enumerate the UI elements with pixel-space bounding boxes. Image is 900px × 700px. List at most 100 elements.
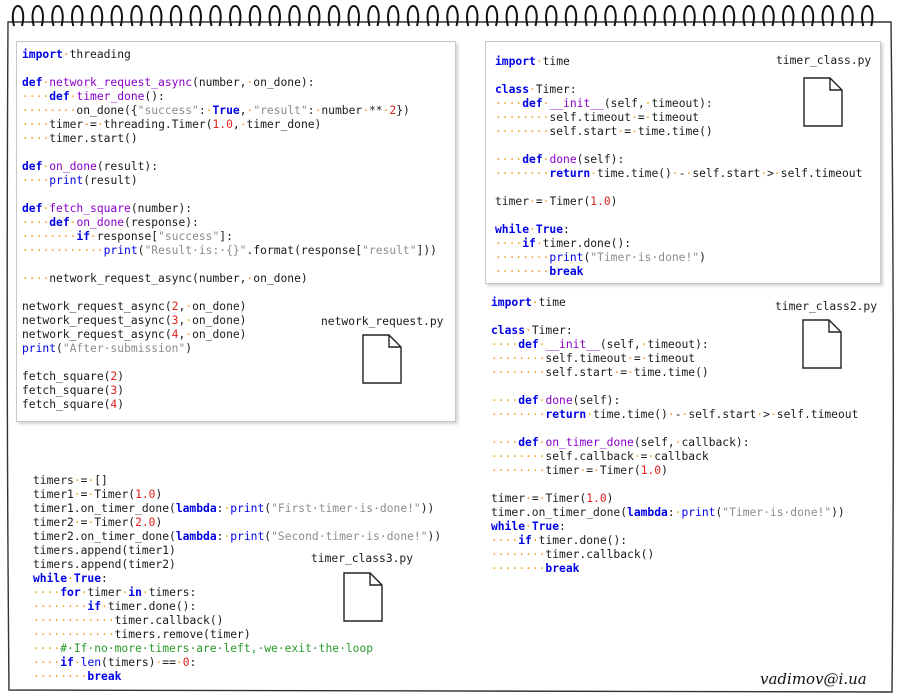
code-token: if <box>522 237 536 250</box>
code-token: · <box>760 167 768 180</box>
code-line: while·True: <box>491 520 858 534</box>
code-token: · <box>535 237 543 250</box>
code-line: ········self.timeout·=·timeout <box>491 352 858 366</box>
code-token: callback <box>654 450 709 463</box>
spiral-ring <box>426 4 439 27</box>
spiral-ring <box>485 4 499 27</box>
code-token: network_request_async( <box>22 314 172 327</box>
code-token: ········ <box>495 167 550 180</box>
code-token: = <box>80 516 88 529</box>
code-token: ···· <box>491 534 519 547</box>
code-token: · <box>141 586 149 599</box>
code-token: · <box>73 488 81 501</box>
code-token: 1.0 <box>586 492 607 505</box>
code-token: ···· <box>22 90 50 103</box>
code-token: ) <box>117 370 125 383</box>
spiral-ring <box>90 4 104 27</box>
spiral-ring <box>762 4 775 27</box>
code-token: )) <box>831 506 845 519</box>
code-token: · <box>185 328 193 341</box>
code-token: = <box>90 118 97 131</box>
spiral-ring <box>347 4 360 27</box>
spiral-ring <box>505 4 518 27</box>
code-token: ········ <box>22 104 77 117</box>
code-line: ····def·__init__(self,·timeout): <box>495 97 862 111</box>
code-line: ········self.start·=·time.time() <box>495 125 862 139</box>
code-token: timers <box>33 474 74 487</box>
spiral-ring <box>110 4 123 27</box>
code-token: self.start <box>545 366 614 379</box>
spiral-ring <box>51 4 64 27</box>
code-token: ) <box>117 398 125 411</box>
code-token: #·If·no·more·timers·are·left,·we·exit·th… <box>60 642 374 655</box>
code-token: = <box>535 195 543 208</box>
code-token: · <box>674 436 682 449</box>
code-token: class <box>495 83 530 96</box>
spiral-ring <box>229 4 242 27</box>
code-token: = <box>640 450 648 463</box>
code-token: · <box>223 502 231 515</box>
code-token: time.time() <box>593 408 668 421</box>
code-token: ( <box>715 506 723 519</box>
code-token: · <box>246 272 254 285</box>
code-token: 1.0 <box>212 118 233 131</box>
spiral-ring <box>11 4 25 27</box>
code-token: · <box>631 111 638 124</box>
code-token: lambda <box>627 506 668 519</box>
code-token: print <box>49 174 84 187</box>
code-line: ········if·timer.done(): <box>33 600 441 614</box>
code-token: timer1.on_timer_done( <box>33 502 176 515</box>
code-token: ···· <box>22 216 50 229</box>
code-token: · <box>617 125 625 138</box>
code-token: ···· <box>22 174 50 187</box>
code-line: ····for·timer·in·timers: <box>33 586 441 600</box>
code-token: timer.done(): <box>538 534 628 547</box>
code-token: · <box>667 408 675 421</box>
code-line: ········self.start·=·time.time() <box>491 366 858 380</box>
code-token: timer.callback() <box>545 548 655 561</box>
code-line: network_request_async(4,·on_done) <box>22 328 437 342</box>
code-token: · <box>590 167 598 180</box>
code-token: ···· <box>491 394 519 407</box>
spiral-ring <box>169 4 183 27</box>
code-token: print <box>230 530 265 543</box>
code-token: on_timer_done <box>545 436 634 449</box>
code-line: timer.on_timer_done(lambda:·print("Timer… <box>491 506 858 520</box>
filename-timer-class: timer_class.py <box>776 54 872 67</box>
code-token: "success" <box>158 230 220 243</box>
spiral-ring <box>387 4 400 27</box>
code-token: timeout): <box>647 338 709 351</box>
spiral-ring <box>782 4 795 27</box>
code-token: (self): <box>576 153 625 166</box>
code-line: ········timer·=·Timer(1.0) <box>491 464 858 478</box>
code-token: ** <box>369 104 383 117</box>
code-token: · <box>627 352 634 365</box>
code-token: def <box>522 97 543 110</box>
code-token: break <box>549 265 584 278</box>
code-token: · <box>223 530 231 543</box>
code-token: · <box>756 408 764 421</box>
code-timer-class2: import·time class·Timer:····def·__init__… <box>491 296 858 576</box>
code-token: · <box>627 366 634 379</box>
code-token: self.timeout <box>549 111 632 124</box>
code-line: ········break <box>33 670 441 684</box>
code-token: timer2.on_timer_done( <box>33 530 176 543</box>
code-token: ········ <box>491 548 546 561</box>
panel-network-request: import·threading def·network_request_asy… <box>16 41 456 422</box>
code-token: · <box>175 656 183 669</box>
code-token: return <box>549 167 591 180</box>
file-icon <box>803 77 843 127</box>
code-token: , <box>178 328 186 341</box>
code-token: ········ <box>495 111 550 124</box>
code-token: def <box>49 90 70 103</box>
code-token: return <box>545 408 587 421</box>
code-token: · <box>538 436 546 449</box>
spiral-ring <box>861 4 874 27</box>
code-token: · <box>96 118 104 131</box>
code-token: ) <box>155 488 163 501</box>
code-token: timeout <box>647 352 696 365</box>
code-token: ········ <box>491 408 546 421</box>
code-token: : <box>101 572 108 585</box>
panel-timer-class: import·time class·Timer:····def·__init__… <box>485 41 881 284</box>
code-token: · <box>205 104 213 117</box>
